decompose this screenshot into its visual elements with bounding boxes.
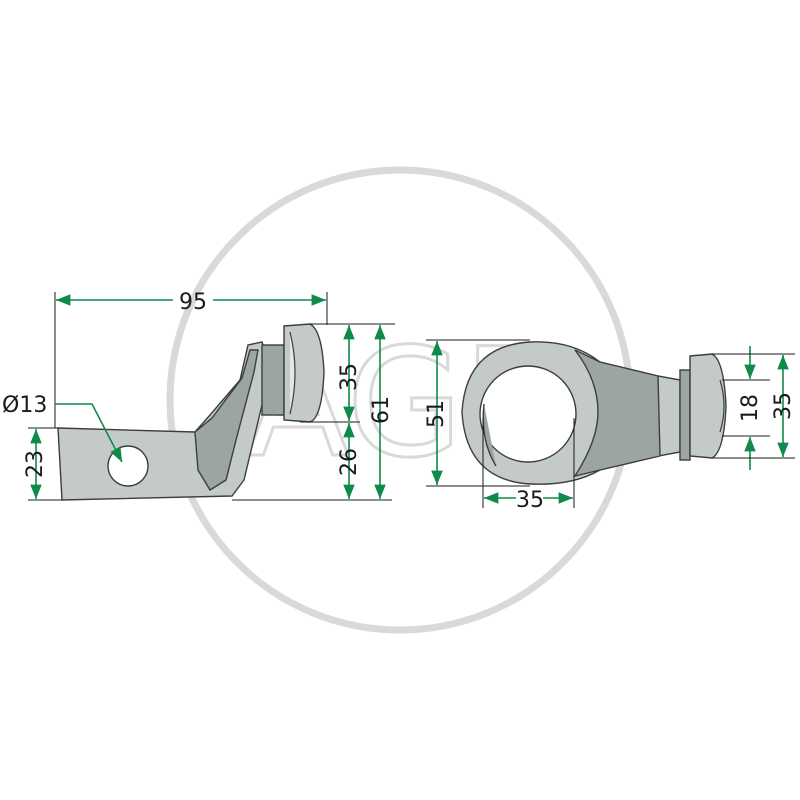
dim-label-61: 61 [369, 396, 394, 424]
roller-wheel [283, 323, 325, 423]
dim-label-35-roller: 35 [337, 363, 362, 391]
dim-label-35-front-roller: 35 [771, 392, 796, 420]
ring-inner-edge [482, 403, 497, 467]
dim-label-23: 23 [23, 450, 48, 478]
roller-axle [261, 344, 285, 416]
bracket-arm-shade [194, 349, 259, 491]
dim-label-26: 26 [337, 448, 362, 476]
mounting-hole [107, 445, 149, 487]
dim-label-95: 95 [179, 290, 207, 315]
dim-label-18: 18 [738, 394, 763, 422]
dim-label-hole: Ø13 [2, 393, 47, 418]
dim-leader-hole [55, 403, 123, 463]
dim-label-35-ring: 35 [516, 488, 544, 513]
ring-bore [479, 365, 577, 463]
front-roller-wheel [689, 353, 727, 459]
ring-neck-shade [573, 349, 661, 478]
front-roller-hub [679, 369, 691, 461]
roller-edge [289, 331, 296, 415]
dim-label-51: 51 [424, 400, 449, 428]
front-roller-edge [719, 379, 725, 433]
front-view-dimensions: 51 35 18 35 [424, 339, 796, 513]
side-view-dimensions: 95 Ø13 23 35 26 61 [2, 290, 395, 501]
front-view-part [461, 341, 727, 485]
